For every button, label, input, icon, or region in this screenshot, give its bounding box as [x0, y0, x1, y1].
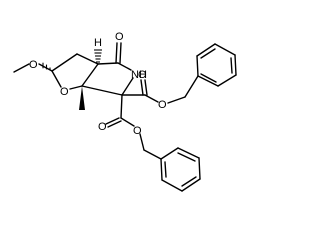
bond-ester1-c-o-a [140, 79, 144, 96]
bond-ester1-ch2-ph [184, 75, 199, 98]
phenyl-ring-1 [196, 43, 237, 87]
bond-c4-n [117, 62, 132, 71]
bond-ester2-c-o-a [105, 117, 120, 125]
atom-label-o-ester1-carbonyl: O [138, 69, 147, 81]
bond-oring-c6a [69, 85, 83, 90]
atom-label-o-ketone: O [115, 31, 124, 43]
bond-ester2-ch2-ph [143, 149, 162, 160]
atom-label-nh: NH [131, 69, 147, 81]
bond-c3-c3a [76, 53, 99, 65]
bond-methyl-omethoxy [13, 63, 30, 73]
bond-ester1-oether-ch2 [167, 96, 186, 104]
bond-ester1-c-oether [144, 94, 159, 103]
atom-label-o-ester2-carbonyl: O [98, 121, 107, 133]
stereo-hash-bond-c2 [42, 62, 51, 71]
atom-label-h: H [94, 37, 102, 49]
phenyl-ring-2 [160, 147, 201, 192]
bond-c4-oketone-b [119, 42, 122, 64]
bond-ester2-oether-ch2 [139, 133, 145, 151]
bond-c3a-c6a [81, 63, 99, 87]
atom-label-o-methoxy: O [29, 59, 38, 71]
bond-c6-c6a [81, 85, 123, 96]
bond-c2-c3 [51, 53, 78, 72]
bond-ester2-c-oether [120, 117, 135, 127]
bond-c4-oketone-a [115, 42, 118, 64]
bond-c6-ester2-c [120, 94, 123, 119]
structure-canvas: H O O NH O O O O O [13, 31, 237, 192]
bond-c3a-c4 [97, 62, 119, 65]
bond-ester2-c-o-b [107, 120, 122, 128]
chemical-structure: H O O NH O O O O O [13, 31, 237, 192]
atom-label-o-ester1-ether: O [158, 99, 167, 111]
stereo-hash-bond-h [94, 49, 102, 63]
atom-label-o-ester2-ether: O [133, 125, 142, 137]
bond-ester1-c-o-b [144, 79, 148, 96]
atom-label-o-ring: O [60, 86, 69, 98]
bond-n-c6 [121, 77, 134, 96]
stereo-wedge-methyl [79, 86, 85, 110]
bond-c2-oring [51, 70, 62, 88]
